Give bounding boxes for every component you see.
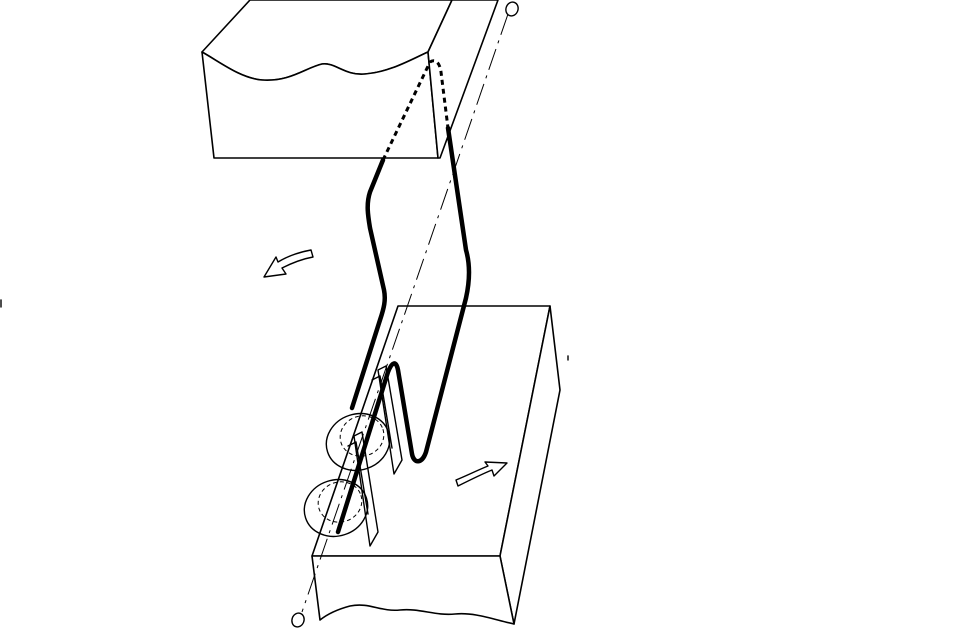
hinge-axis-line bbox=[301, 13, 509, 613]
spring-wire-return bbox=[335, 125, 472, 535]
bracket-rib-lower bbox=[347, 441, 369, 515]
bracket-rib bbox=[371, 375, 393, 449]
upper-block bbox=[201, 0, 499, 159]
spring-coil-lower-inner bbox=[317, 481, 363, 523]
spring-wire-hidden-segment bbox=[381, 59, 450, 161]
lower-block bbox=[311, 305, 561, 625]
bracket-plate-upper bbox=[377, 365, 403, 475]
lower-block-front-face bbox=[311, 555, 515, 625]
spring-coil-upper bbox=[325, 412, 391, 472]
spring-coil-upper-inner bbox=[339, 415, 385, 457]
rotation-arrow-right-icon bbox=[455, 461, 508, 487]
bracket-plate-lower bbox=[353, 431, 379, 547]
rotation-arrow-left-icon bbox=[263, 249, 314, 278]
spring-coil-lower bbox=[303, 478, 369, 538]
spring-coils bbox=[303, 412, 391, 538]
hinge-axis bbox=[291, 1, 519, 628]
axis-end-marker-bottom bbox=[291, 612, 305, 628]
upper-block-front-face bbox=[201, 51, 439, 159]
spring-wire bbox=[349, 157, 388, 411]
spring-bracket bbox=[347, 365, 403, 547]
axis-end-marker-top bbox=[505, 1, 519, 17]
